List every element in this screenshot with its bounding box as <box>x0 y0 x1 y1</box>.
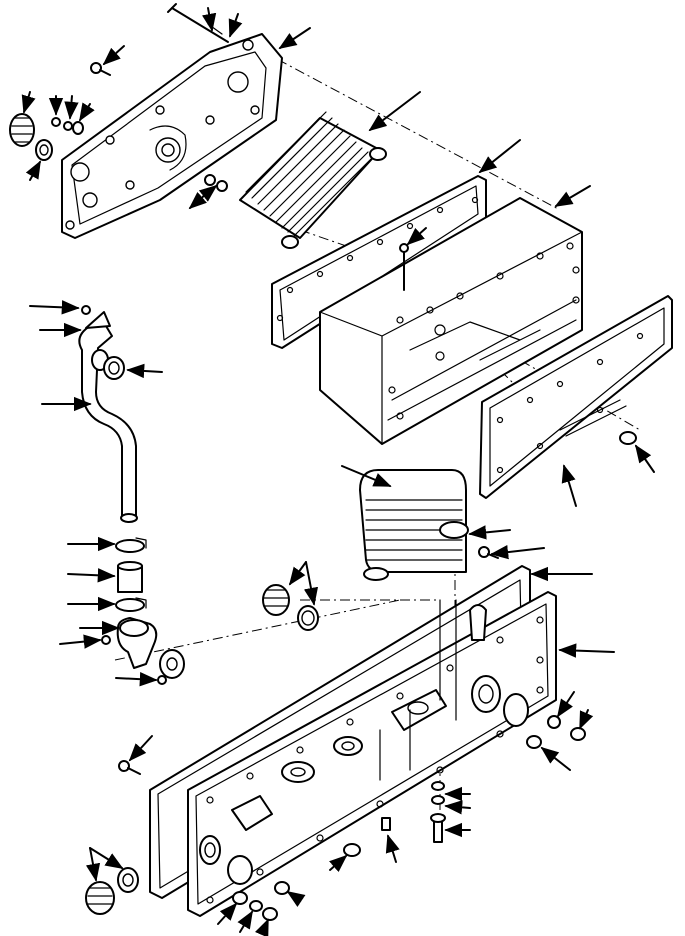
callout-arrow-44 <box>217 902 238 925</box>
callout-arrow-30 <box>634 444 655 473</box>
upper-cover-plate <box>61 33 283 239</box>
callout-arrow-11 <box>478 139 521 174</box>
callout-arrow-42a <box>85 847 101 882</box>
callout-arrow-29 <box>558 643 615 658</box>
callout-arrow-27 <box>490 544 545 560</box>
oil-tube <box>78 305 138 523</box>
callout-arrow-35 <box>579 709 594 730</box>
hose-clamp-lower <box>115 597 147 612</box>
callout-arrow-26 <box>468 525 511 540</box>
callout-arrow-42b <box>89 847 124 869</box>
callout-arrow-40 <box>385 834 400 863</box>
callout-arrows <box>21 7 655 936</box>
lower-fasteners <box>118 546 586 921</box>
callout-arrow-9 <box>25 160 41 181</box>
callout-arrow-23 <box>59 634 102 649</box>
cooler-housing <box>319 197 583 445</box>
plug-and-oring-bottom <box>85 867 139 915</box>
callout-arrow-34 <box>557 691 575 718</box>
callout-arrow-1 <box>202 7 217 32</box>
cover-bolt <box>90 62 111 76</box>
callout-arrow-4 <box>102 45 125 66</box>
plug-and-washers-top <box>9 113 84 161</box>
hose-clamp-upper <box>115 537 147 553</box>
callout-arrow-43 <box>286 891 306 907</box>
lower-cooler-core <box>359 469 469 581</box>
callout-arrow-38 <box>444 800 471 815</box>
long-bolt <box>167 3 229 43</box>
callout-arrow-32b <box>303 561 319 606</box>
callout-arrow-45 <box>237 910 253 933</box>
callout-arrow-10 <box>368 91 421 132</box>
callout-arrow-14b <box>198 184 218 202</box>
right-gasket <box>479 295 673 499</box>
callout-arrow-25 <box>341 465 392 487</box>
upper-cooler-core <box>204 111 387 249</box>
callout-arrow-17 <box>126 363 163 379</box>
plug-and-oring-middle <box>262 584 319 631</box>
callout-arrow-14a <box>188 191 207 210</box>
callout-arrow-15 <box>29 300 80 315</box>
callout-arrow-31 <box>561 464 577 507</box>
callout-arrow-20 <box>67 568 116 583</box>
callout-arrow-32a <box>288 561 307 586</box>
callout-arrow-41 <box>329 854 348 873</box>
callout-arrow-8 <box>79 102 95 122</box>
callout-arrow-33 <box>128 735 153 762</box>
elbow-fitting <box>101 617 185 685</box>
callout-arrow-13 <box>406 227 427 246</box>
callout-arrow-36 <box>540 746 571 771</box>
callout-arrow-7 <box>64 95 79 120</box>
callout-arrow-12 <box>554 185 591 207</box>
callout-arrow-3 <box>278 27 311 49</box>
hose-sleeve <box>117 561 143 593</box>
callout-arrow-2 <box>228 13 243 38</box>
right-small-fitting <box>619 431 637 445</box>
lower-cover <box>187 591 557 917</box>
callout-arrow-46 <box>255 918 269 936</box>
callout-arrow-24 <box>115 671 158 687</box>
callout-arrow-5 <box>21 91 36 114</box>
